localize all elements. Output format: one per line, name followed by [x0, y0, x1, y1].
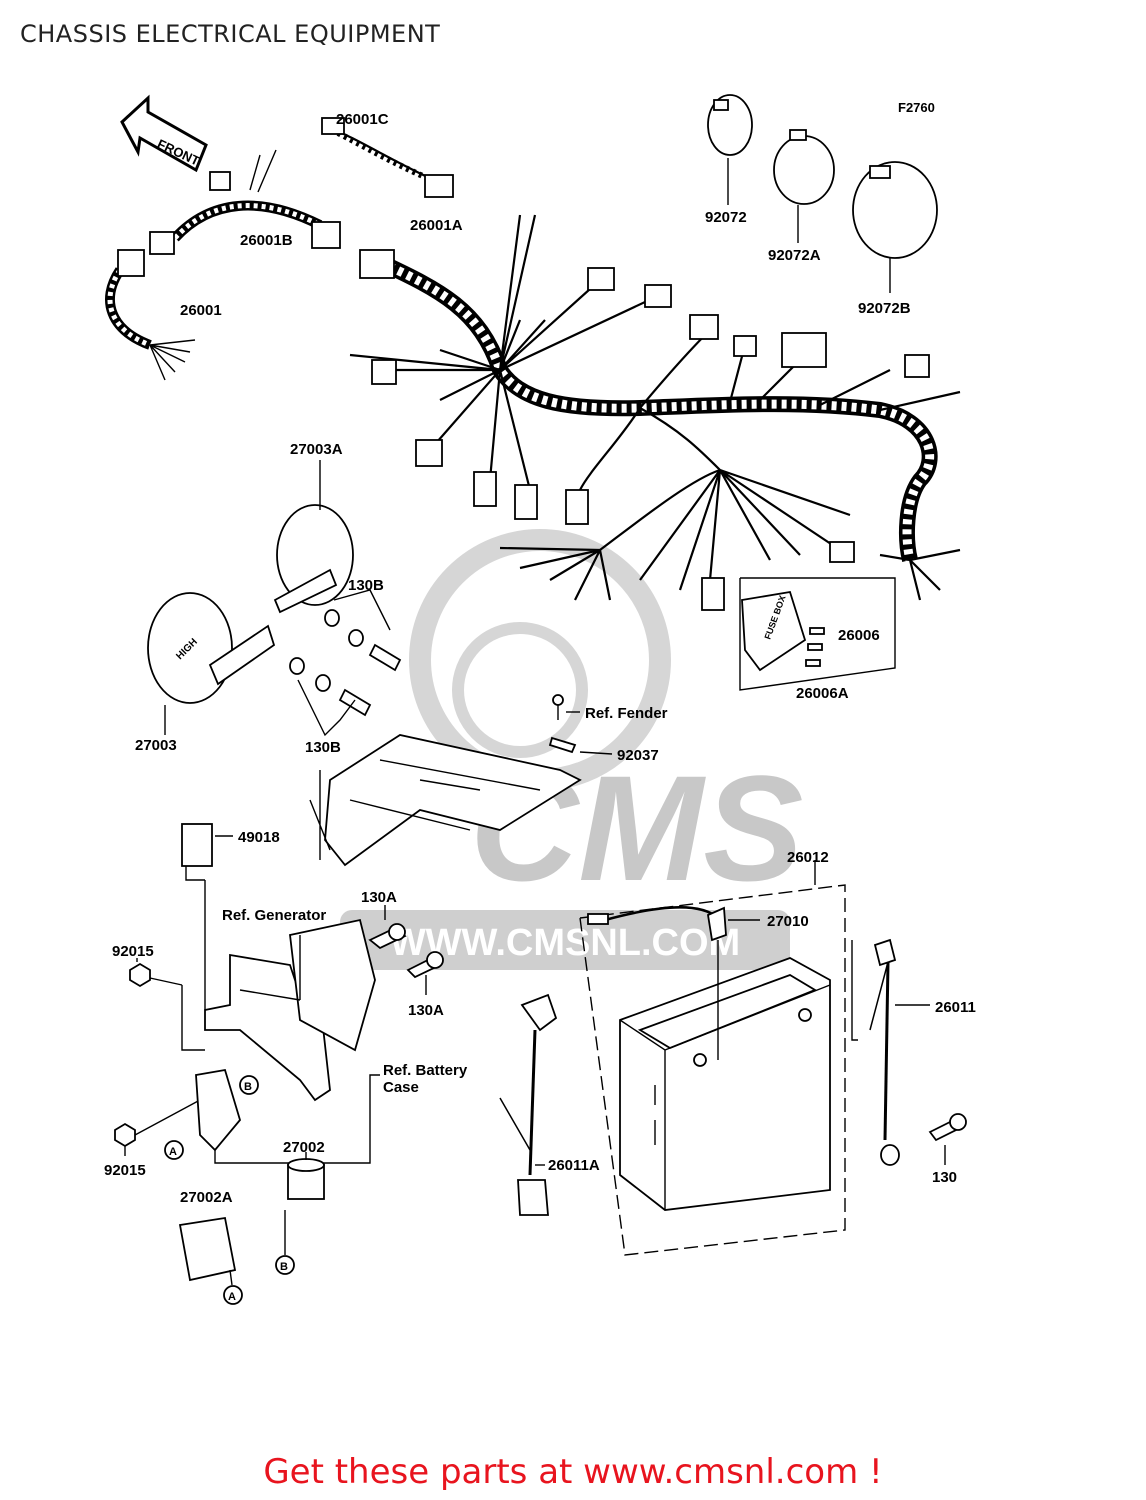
label-27010: 27010	[767, 913, 809, 930]
label-27003A: 27003A	[290, 441, 343, 458]
label-26006A: 26006A	[796, 685, 849, 702]
bolts-130A	[368, 905, 444, 995]
main-harness-26001A	[349, 214, 961, 611]
label-27003: 27003	[135, 737, 177, 754]
cable-27010	[587, 906, 760, 1060]
marker-a-1: A	[169, 1146, 177, 1158]
ref-fender-bolt	[552, 694, 580, 720]
label-26001B: 26001B	[240, 232, 293, 249]
label-26011A: 26011A	[548, 1157, 600, 1174]
label-26001A: 26001A	[410, 217, 463, 234]
battery-26012	[579, 860, 846, 1256]
generator-bracket	[181, 918, 376, 1102]
label-ref-generator: Ref. Generator	[222, 907, 326, 924]
label-130A-bottom: 130A	[408, 1002, 444, 1019]
label-26006: 26006	[838, 627, 880, 644]
cable-26011A	[499, 993, 558, 1216]
label-ref-fender: Ref. Fender	[585, 705, 668, 722]
part-27002: B	[275, 1152, 325, 1275]
label-92037: 92037	[617, 747, 659, 764]
sub-harness-26001B	[149, 149, 341, 255]
bracket-92037	[548, 736, 613, 755]
front-arrow: FRONT	[120, 94, 208, 173]
figure-code: F2760	[898, 100, 935, 115]
label-92015-top: 92015	[112, 943, 154, 960]
page-title: CHASSIS ELECTRICAL EQUIPMENT	[20, 20, 441, 48]
relay-49018	[181, 823, 233, 1010]
horn-27003: HIGH	[147, 592, 276, 735]
sub-harness-26001	[105, 249, 196, 381]
bolt-130	[928, 1113, 967, 1165]
label-26001C: 26001C	[336, 111, 389, 128]
label-130B-top: 130B	[348, 577, 384, 594]
part-27002A: A	[178, 1216, 243, 1305]
label-92072A: 92072A	[768, 247, 821, 264]
label-27002: 27002	[283, 1139, 325, 1156]
label-92015-bottom: 92015	[104, 1162, 146, 1179]
band-92072B	[852, 161, 938, 293]
screws-130B	[289, 589, 402, 737]
label-26001: 26001	[180, 302, 222, 319]
label-26011: 26011	[935, 999, 976, 1016]
band-92072A	[773, 129, 835, 243]
cable-26011	[851, 938, 930, 1166]
nut-92015-top	[129, 958, 183, 988]
label-130: 130	[932, 1169, 957, 1186]
label-ref-battery: Ref. Battery	[383, 1062, 468, 1079]
watermark-url: WWW.CMSNL.COM	[390, 922, 740, 964]
label-130A-top: 130A	[361, 889, 397, 906]
fuse-box-26006: FUSE BOX	[739, 577, 896, 691]
frame-bracket	[309, 734, 582, 867]
band-92072	[707, 94, 753, 205]
marker-a-2: A	[228, 1291, 236, 1303]
battery-case-bracket: A B	[164, 1068, 380, 1164]
nut-92015-bottom	[114, 1099, 201, 1156]
label-130B-bottom: 130B	[305, 739, 341, 756]
horn-27003A	[273, 460, 354, 614]
watermark: CMS WWW.CMSNL.COM	[340, 529, 803, 970]
sub-harness-26001C	[321, 117, 454, 198]
label-92072: 92072	[705, 209, 747, 226]
cta-link[interactable]: Get these parts at www.cmsnl.com !	[263, 1452, 883, 1492]
label-49018: 49018	[238, 829, 280, 846]
label-26012: 26012	[787, 849, 829, 866]
label-ref-battery-case: Case	[383, 1079, 419, 1096]
marker-b-1: B	[244, 1081, 252, 1093]
marker-b-2: B	[280, 1261, 288, 1273]
label-92072B: 92072B	[858, 300, 911, 317]
label-27002A: 27002A	[180, 1189, 233, 1206]
cta-banner[interactable]: Get these parts at www.cmsnl.com !	[0, 1452, 1146, 1492]
